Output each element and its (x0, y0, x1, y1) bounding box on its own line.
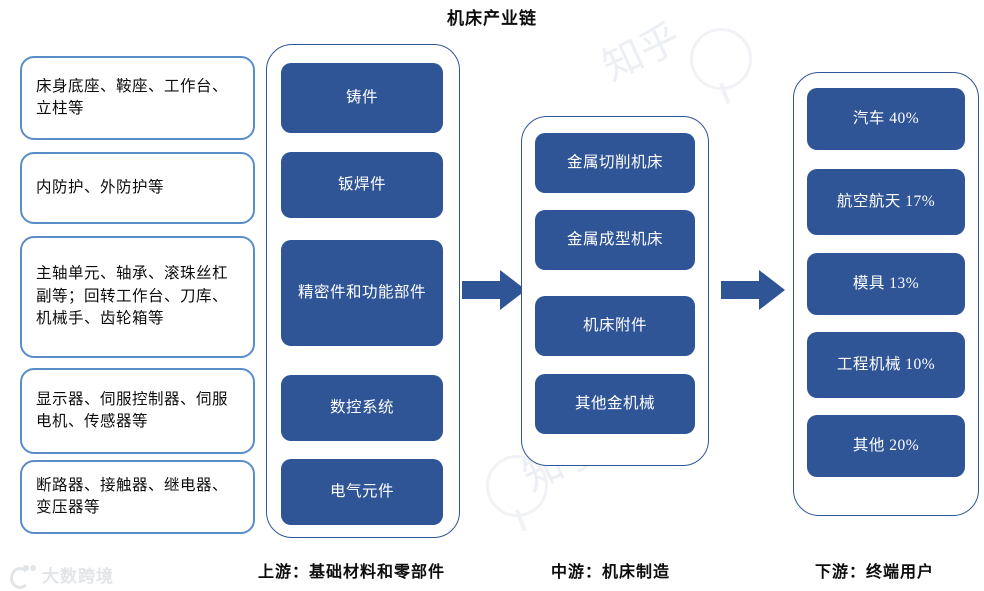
midstream-item-3[interactable]: 机床附件 (535, 296, 695, 356)
downstream-item-label: 工程机械 10% (836, 356, 936, 374)
upstream-item-label: 电气元件 (329, 483, 394, 501)
upstream-description-text: 显示器、伺服控制器、伺服电机、传感器等 (36, 390, 229, 430)
upstream-description-text: 内防护、外防护等 (36, 178, 165, 196)
brand-mark-icon (10, 564, 36, 589)
arrow-right-icon-midstream-to-downstream (721, 268, 785, 312)
upstream-item-label: 铸件 (345, 89, 378, 107)
stage-caption-midstream: 中游：机床制造 (551, 564, 671, 581)
midstream-item-label: 金属成型机床 (566, 231, 663, 249)
upstream-item-2[interactable]: 钣焊件 (281, 152, 443, 218)
upstream-item-3[interactable]: 精密件和功能部件 (281, 240, 443, 346)
downstream-item-5[interactable]: 其他 20% (807, 415, 965, 477)
upstream-description-text: 主轴单元、轴承、滚珠丝杠副等；回转工作台、刀库、机械手、齿轮箱等 (36, 265, 229, 328)
midstream-item-1[interactable]: 金属切削机床 (535, 133, 695, 193)
stage-caption-downstream: 下游：终端用户 (815, 564, 935, 581)
downstream-item-4[interactable]: 工程机械 10% (807, 332, 965, 398)
upstream-description-text: 床身底座、鞍座、工作台、立柱等 (36, 77, 229, 117)
upstream-description-box-3: 主轴单元、轴承、滚珠丝杠副等；回转工作台、刀库、机械手、齿轮箱等 (20, 236, 255, 358)
upstream-item-4[interactable]: 数控系统 (281, 375, 443, 441)
midstream-item-label: 金属切削机床 (566, 154, 663, 172)
brand-name: 大数跨境 (42, 567, 114, 586)
downstream-item-2[interactable]: 航空航天 17% (807, 169, 965, 235)
upstream-item-label: 钣焊件 (337, 176, 386, 194)
brand-logo: 大数跨境 (10, 562, 114, 589)
downstream-item-3[interactable]: 模具 13% (807, 253, 965, 315)
downstream-item-label: 其他 20% (852, 437, 920, 455)
downstream-item-1[interactable]: 汽车 40% (807, 88, 965, 150)
watermark-magnifier-icon (690, 28, 752, 90)
upstream-description-box-2: 内防护、外防护等 (20, 152, 255, 224)
upstream-description-text: 断路器、接触器、继电器、变压器等 (36, 476, 229, 516)
page-title: 机床产业链 (447, 9, 537, 28)
midstream-item-4[interactable]: 其他金机械 (535, 374, 695, 434)
downstream-item-label: 汽车 40% (852, 110, 920, 128)
midstream-item-label: 机床附件 (582, 317, 647, 335)
upstream-description-box-1: 床身底座、鞍座、工作台、立柱等 (20, 56, 255, 140)
stage-caption-upstream: 上游：基础材料和零部件 (258, 564, 446, 581)
upstream-item-label: 数控系统 (329, 399, 394, 417)
midstream-item-label: 其他金机械 (574, 395, 655, 413)
upstream-description-box-4: 显示器、伺服控制器、伺服电机、传感器等 (20, 368, 255, 454)
midstream-item-2[interactable]: 金属成型机床 (535, 210, 695, 270)
downstream-item-label: 模具 13% (852, 275, 920, 293)
arrow-right-icon-upstream-to-midstream (462, 268, 526, 312)
upstream-item-5[interactable]: 电气元件 (281, 459, 443, 525)
upstream-item-label: 精密件和功能部件 (297, 284, 426, 302)
downstream-item-label: 航空航天 17% (836, 193, 936, 211)
upstream-item-1[interactable]: 铸件 (281, 63, 443, 133)
upstream-description-box-5: 断路器、接触器、继电器、变压器等 (20, 460, 255, 534)
